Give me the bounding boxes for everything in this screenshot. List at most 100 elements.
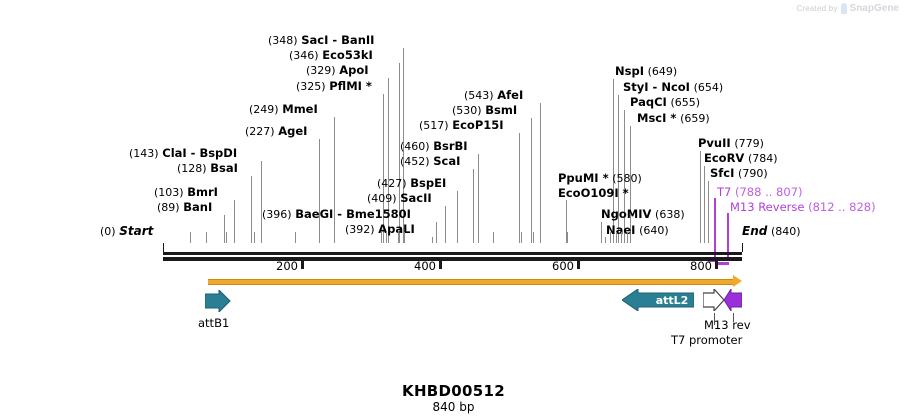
leader-line-bsrbi xyxy=(478,154,479,243)
feature-caption-m13-rev: M13 rev xyxy=(704,318,751,332)
enzyme-label-nspi[interactable]: NspI (649) xyxy=(615,65,677,78)
enzyme-position: (655) xyxy=(670,96,701,109)
enzyme-label-bspei[interactable]: (427) BspEI xyxy=(377,177,446,190)
leader-line-apoi xyxy=(388,78,389,243)
site-tick xyxy=(381,232,382,243)
enzyme-label-naei[interactable]: NaeI (640) xyxy=(606,224,669,237)
enzyme-label-bsai[interactable]: (128) BsaI xyxy=(177,162,238,175)
leader-line-styi xyxy=(618,95,619,243)
ruler-tick-800 xyxy=(715,261,718,269)
enzyme-label-sfci[interactable]: SfcI (790) xyxy=(710,167,768,180)
site-tick xyxy=(206,232,207,243)
ruler-number-400: 400 xyxy=(414,259,436,273)
enzyme-label-baegi-bme1580i[interactable]: (396) BaeGI - Bme1580I xyxy=(262,208,411,221)
enzyme-label-bmri[interactable]: (103) BmrI xyxy=(154,186,218,199)
enzyme-name: BsmI xyxy=(485,103,518,117)
enzyme-position: (580) xyxy=(612,172,642,185)
enzyme-position: (517) xyxy=(419,119,449,132)
enzyme-label-pvuii[interactable]: PvuII (779) xyxy=(698,137,764,150)
leader-line-clai xyxy=(261,161,262,243)
end-cap-tick xyxy=(742,243,743,252)
feature-attl2[interactable]: attL2 xyxy=(622,289,694,311)
enzyme-name: SfcI xyxy=(710,166,735,180)
connector-m13-rev xyxy=(733,313,734,322)
enzyme-label-bsmi[interactable]: (530) BsmI xyxy=(452,104,517,117)
leader-line-ecop15i xyxy=(519,133,520,243)
end-label: End (840) xyxy=(742,224,801,238)
feature-t7-promoter[interactable] xyxy=(703,289,725,311)
connector-t7-promoter xyxy=(714,313,715,325)
enzyme-name: NspI xyxy=(615,64,644,78)
enzyme-position: (784) xyxy=(748,152,778,165)
start-name: Start xyxy=(119,224,154,238)
enzyme-label-bsrbi[interactable]: (460) BsrBI xyxy=(400,140,468,153)
site-tick xyxy=(700,232,701,243)
site-tick xyxy=(616,232,617,243)
enzyme-label-sacii[interactable]: (409) SacII xyxy=(367,192,432,205)
enzyme-label-ecorv[interactable]: EcoRV (784) xyxy=(704,152,778,165)
enzyme-label-ngomiv[interactable]: NgoMIV (638) xyxy=(601,208,685,221)
leader-line-apali xyxy=(432,237,433,243)
enzyme-label-agei[interactable]: (227) AgeI xyxy=(245,125,307,138)
feature-caption-attb1: attB1 xyxy=(198,316,230,330)
enzyme-label-bani[interactable]: (89) BanI xyxy=(157,201,212,214)
enzyme-name: Eco53kI xyxy=(322,48,373,62)
ruler-number-800: 800 xyxy=(690,259,712,273)
start-cap-tick xyxy=(163,243,164,252)
enzyme-label-ecoo109i[interactable]: EcoO109I * xyxy=(558,187,629,199)
enzyme-label-msci[interactable]: MscI * (659) xyxy=(637,112,710,125)
enzyme-label-styi-ncoi[interactable]: StyI - NcoI (654) xyxy=(623,81,723,94)
feature-attb1[interactable] xyxy=(205,290,231,312)
site-tick xyxy=(190,232,191,243)
enzyme-label-ecop15i[interactable]: (517) EcoP15I xyxy=(419,119,504,132)
leader-line-eco53ki xyxy=(399,63,400,243)
enzyme-name: EcoP15I xyxy=(452,118,504,132)
enzyme-label-scai[interactable]: (452) ScaI xyxy=(400,155,460,168)
leader-line-naei xyxy=(605,237,606,243)
enzyme-label-apoi[interactable]: (329) ApoI xyxy=(306,64,369,77)
enzyme-name: StyI - NcoI xyxy=(623,80,690,94)
site-tick xyxy=(704,232,705,243)
leader-line-bsai xyxy=(251,176,252,243)
enzyme-position: (638) xyxy=(655,208,685,221)
enzyme-position: (409) xyxy=(367,192,397,205)
enzyme-position: (530) xyxy=(452,104,482,117)
enzyme-label-mmei[interactable]: (249) MmeI xyxy=(249,103,318,116)
enzyme-name: ApaLI xyxy=(378,222,415,236)
enzyme-label-paqci[interactable]: PaqCI (655) xyxy=(630,96,700,109)
enzyme-position: (392) xyxy=(345,223,375,236)
enzyme-label-ppumi[interactable]: PpuMI * (580) xyxy=(558,172,642,185)
enzyme-label-pflmi[interactable]: (325) PflMI * xyxy=(296,80,372,93)
enzyme-position: (128) xyxy=(177,162,207,175)
primer-label-m13-reverse[interactable]: M13 Reverse (812 .. 828) xyxy=(730,200,876,214)
leader-line-sacii xyxy=(445,206,446,243)
enzyme-label-eco53ki[interactable]: (346) Eco53kI xyxy=(289,49,373,62)
snapgene-logo-icon xyxy=(840,3,847,14)
enzyme-position: (543) xyxy=(464,89,494,102)
enzyme-label-saci-banii[interactable]: (348) SacI - BanII xyxy=(268,34,374,47)
start-label: (0) Start xyxy=(100,224,153,238)
site-tick xyxy=(295,232,296,243)
feature-m13-rev[interactable] xyxy=(724,289,742,311)
leader-line-bmri xyxy=(234,200,235,243)
enzyme-name: EcoO109I * xyxy=(558,186,629,200)
feature-caption-t7-promoter: T7 promoter xyxy=(671,333,743,347)
enzyme-name: PpuMI * xyxy=(558,171,609,185)
primer-label-t7[interactable]: T7 (788 .. 807) xyxy=(717,185,803,199)
primer-line-m13 xyxy=(727,213,729,261)
enzyme-name: BspEI xyxy=(410,176,447,190)
enzyme-name: BanI xyxy=(183,200,213,214)
site-tick xyxy=(533,232,534,243)
backbone-line-top xyxy=(163,252,742,255)
enzyme-label-afei[interactable]: (543) AfeI xyxy=(464,89,523,102)
primer-range: (788 .. 807) xyxy=(735,185,803,199)
ruler-number-200: 200 xyxy=(276,259,298,273)
leader-line-sfci xyxy=(708,181,709,243)
enzyme-label-apali[interactable]: (392) ApaLI xyxy=(345,223,415,236)
enzyme-label-clai-bspdi[interactable]: (143) ClaI - BspDI xyxy=(129,147,237,160)
site-tick xyxy=(610,232,611,243)
ruler-number-600: 600 xyxy=(552,259,574,273)
enzyme-position: (325) xyxy=(296,80,326,93)
enzyme-name: EcoRV xyxy=(704,151,745,165)
